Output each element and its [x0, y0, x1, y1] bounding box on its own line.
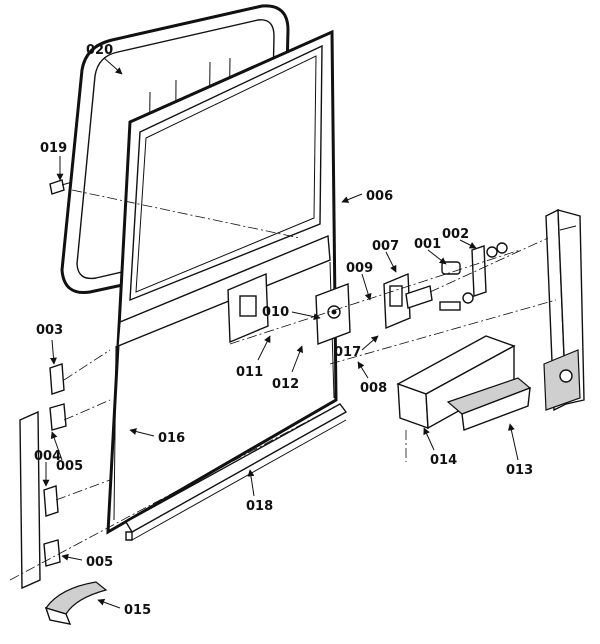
assembly-line — [229, 249, 521, 345]
callout-012: 012 — [272, 377, 299, 392]
callout-014: 014 — [430, 453, 457, 468]
hinge-hardware-part-001-002 — [439, 242, 508, 311]
callout-009: 009 — [346, 261, 373, 276]
callout-008: 008 — [360, 381, 387, 396]
left-hinge-pillar — [19, 363, 67, 590]
callout-015: 015 — [124, 603, 151, 618]
callout-005-upper: 005 — [56, 459, 83, 474]
callout-011: 011 — [236, 365, 263, 380]
assembly-line — [63, 399, 111, 421]
bottom-channel-part-018 — [125, 403, 348, 541]
assembly-line — [429, 237, 549, 293]
assembly-line — [329, 299, 557, 365]
door-post — [543, 208, 585, 412]
callout-003: 003 — [36, 323, 63, 338]
latch-housing-part-010 — [227, 272, 351, 345]
leader-lines — [42, 57, 519, 609]
bolt-part-019 — [49, 179, 73, 195]
striker-part-007 — [383, 272, 433, 330]
callout-016: 016 — [158, 431, 185, 446]
assembly-line — [71, 189, 301, 239]
assembly-line — [63, 349, 111, 381]
door-frame-part-006 — [106, 29, 338, 535]
callout-007: 007 — [372, 239, 399, 254]
callout-020: 020 — [86, 43, 113, 58]
pad-part-013 — [446, 377, 532, 431]
callout-006: 006 — [366, 189, 393, 204]
callout-010: 010 — [262, 305, 289, 320]
step-part-015 — [44, 581, 108, 625]
callout-017: 017 — [334, 345, 361, 360]
cover-part-014 — [396, 335, 516, 430]
callout-005-lower: 005 — [86, 555, 113, 570]
callout-013: 013 — [506, 463, 533, 478]
assembly-line — [9, 403, 341, 581]
callout-004: 004 — [34, 449, 61, 464]
callout-001: 001 — [414, 237, 441, 252]
callout-002: 002 — [442, 227, 469, 242]
callout-018: 018 — [246, 499, 273, 514]
callout-019: 019 — [40, 141, 67, 156]
assembly-line — [55, 479, 111, 501]
